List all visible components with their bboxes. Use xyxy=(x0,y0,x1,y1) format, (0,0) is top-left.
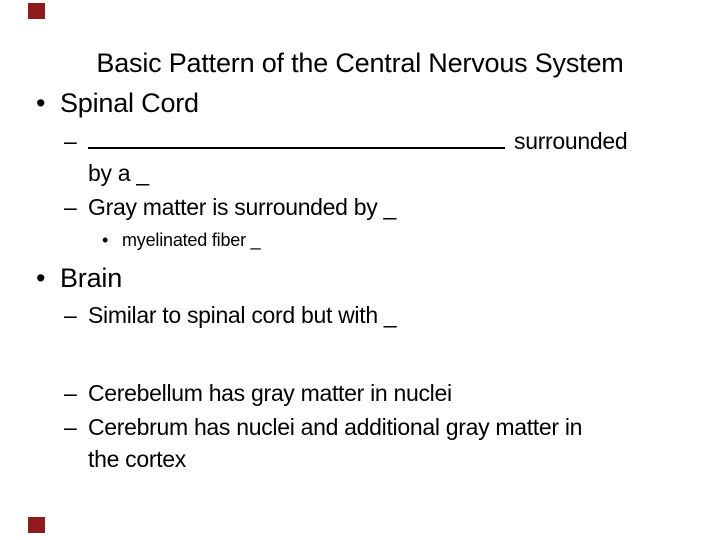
fill-in-blank-line xyxy=(88,126,505,149)
dash-item-text: Gray matter is surrounded by _ xyxy=(88,194,397,220)
bullet-item-spinal-cord: • Spinal Cord xyxy=(36,86,199,120)
dash-item-continuation: the cortex xyxy=(88,446,186,472)
bullet-icon: • xyxy=(36,88,46,118)
bullet-icon: • xyxy=(36,263,46,293)
dash-item-blank-surrounded: – surrounded xyxy=(64,126,628,157)
bullet-label: Spinal Cord xyxy=(60,88,199,118)
dash-item-cerebellum: –Cerebellum has gray matter in nuclei xyxy=(64,378,452,409)
dash-item-continuation: by a _ xyxy=(88,160,149,186)
bullet-label: Brain xyxy=(60,263,123,293)
slide-title: Basic Pattern of the Central Nervous Sys… xyxy=(96,48,624,78)
dash-icon: – xyxy=(64,380,77,406)
dash-item-cerebrum: –Cerebrum has nuclei and additional gray… xyxy=(64,412,582,443)
corner-marker-top-left xyxy=(28,3,45,19)
dash-item-similar: –Similar to spinal cord but with _ xyxy=(64,300,397,331)
dash-item-text: Similar to spinal cord but with _ xyxy=(88,302,397,328)
dash-icon: – xyxy=(64,302,77,328)
dash-icon: – xyxy=(64,194,77,220)
sub-bullet-text: myelinated fiber _ xyxy=(122,230,261,250)
dash-icon: – xyxy=(64,414,77,440)
sub-bullet-item-myelinated: • myelinated fiber _ xyxy=(102,228,261,252)
dash-icon: – xyxy=(64,128,77,154)
bullet-item-brain: • Brain xyxy=(36,261,122,295)
dash-item-gray-matter: –Gray matter is surrounded by _ xyxy=(64,192,396,223)
dash-item-text: Cerebrum has nuclei and additional gray … xyxy=(88,414,583,440)
bullet-icon: • xyxy=(102,230,109,250)
dash-item-text: surrounded xyxy=(514,128,628,154)
dash-item-text: Cerebellum has gray matter in nuclei xyxy=(88,380,452,406)
corner-marker-bottom-left xyxy=(28,517,45,533)
